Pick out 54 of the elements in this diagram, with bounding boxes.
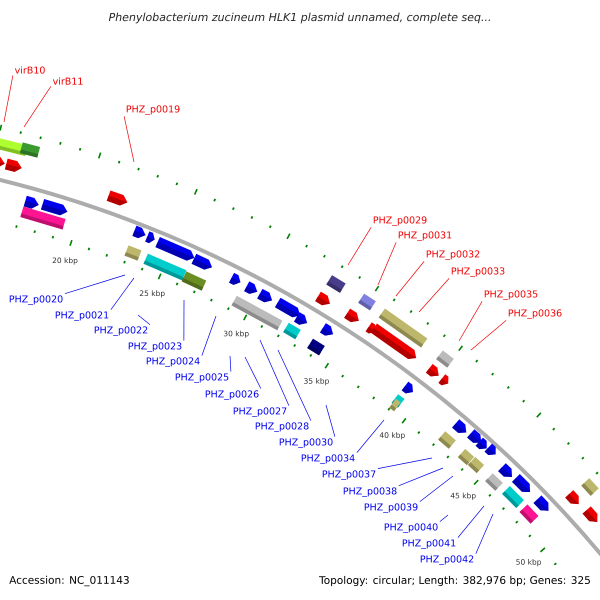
leader-line [110,278,134,310]
title: Phenylobacterium zucineum HLK1 plasmid unnamed, complete seq... [108,12,490,24]
leader-line [378,242,396,286]
gene-label: virB10 [14,66,45,74]
gene-label: PHZ_p0041 [402,539,456,549]
gene-label: PHZ_p0034 [302,454,355,464]
gene-label: PHZ_p0038 [344,487,397,497]
leader-line [124,116,134,162]
gene-label: PHZ_p0022 [94,326,148,336]
gene-label: PHZ_p0031 [398,231,452,241]
gene-label: PHZ_p0030 [280,438,333,448]
leader-line [458,506,484,538]
gene-label: PHZ_p0032 [426,250,480,260]
leader-line [458,301,482,342]
leader-line [420,476,454,502]
leader-line [202,316,216,356]
leader-line [356,420,384,453]
leader-line [64,274,126,294]
gene-label: PHZ_p0020 [10,295,63,305]
gene-label: PHZ_p0037 [322,470,376,480]
gene-label: PHZ_p0025 [176,373,228,383]
leader-line [4,75,14,122]
leader-line [418,278,450,312]
leader-line [260,340,290,406]
gene-label: PHZ_p0042 [420,555,474,565]
leader-line [138,314,150,325]
gene-label: PHZ_p0026 [206,390,259,400]
gene-label: PHZ_p0033 [452,267,504,277]
leader-line [244,356,262,389]
gene-label: PHZ_p0039 [364,503,418,513]
gene-label: PHZ_p0021 [56,311,108,321]
gene-label: PHZ_p0019 [126,105,180,115]
gene-label: PHZ_p0036 [508,309,562,319]
leader-line [476,514,494,554]
gene-label: PHZ_p0035 [484,290,538,300]
gene-label: PHZ_p0028 [256,422,309,432]
footer-text: Topology: circular; Length: 382,976 bp; Genes: 325 [319,576,590,586]
leader-line [396,261,424,296]
leader-line [24,86,52,128]
leader-line [278,350,312,421]
gene-label: virB11 [52,77,83,85]
gene-label: PHZ_p0023 [128,342,182,352]
leader-line [348,227,372,266]
leader-line [378,458,432,469]
footer-text: Accession: NC_011143 [9,576,129,586]
leader-line [326,404,336,437]
leader-line [398,468,444,486]
gene-label: PHZ_p0024 [146,357,200,367]
gene-label: PHZ_p0027 [234,407,286,417]
leader-line [470,320,506,350]
leader-line [230,356,232,372]
gene-label: PHZ_p0040 [384,523,438,533]
leader-line [440,514,448,522]
gene-label: PHZ_p0029 [374,216,426,226]
